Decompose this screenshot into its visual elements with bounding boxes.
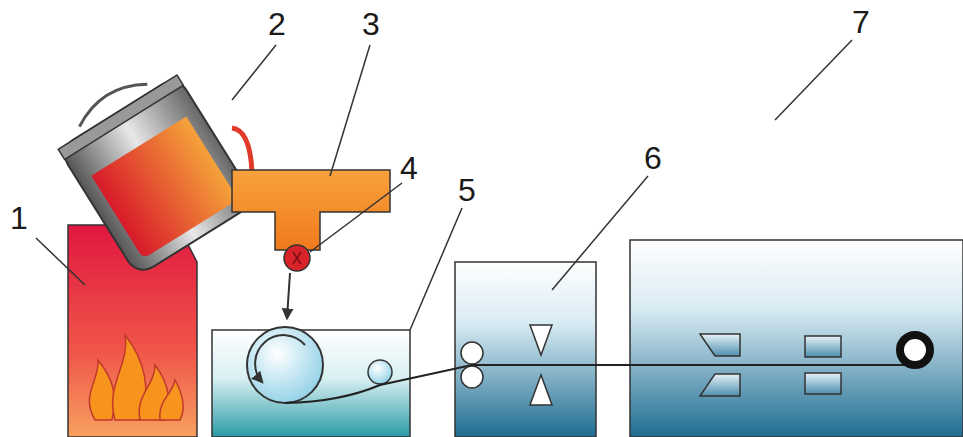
callout-number: 4 bbox=[400, 150, 418, 186]
coil bbox=[900, 335, 930, 365]
rotation-arrow bbox=[255, 335, 305, 382]
pinch-roll bbox=[461, 366, 483, 388]
ladle bbox=[48, 58, 257, 276]
press-tool bbox=[530, 375, 552, 405]
pour-stream bbox=[232, 128, 252, 172]
rolling-unit bbox=[455, 262, 596, 437]
casting-drum bbox=[247, 327, 323, 403]
flames bbox=[89, 335, 183, 420]
flow-arrow bbox=[287, 273, 290, 318]
callout-number: 5 bbox=[458, 172, 476, 208]
pinch-roll bbox=[461, 342, 483, 364]
roll bbox=[805, 336, 841, 357]
guide-roller bbox=[368, 360, 392, 384]
shear-blade bbox=[700, 334, 740, 356]
roll bbox=[805, 373, 841, 394]
nozzle bbox=[284, 245, 310, 271]
leader-lines bbox=[36, 40, 852, 330]
finishing-unit bbox=[630, 240, 963, 437]
callout-number: 1 bbox=[10, 200, 28, 236]
callout-number: 6 bbox=[644, 140, 662, 176]
nozzle-mark bbox=[293, 252, 301, 264]
shear-blade bbox=[700, 374, 740, 396]
press-tool bbox=[530, 325, 552, 355]
steel-strip bbox=[285, 365, 905, 403]
callout-number: 7 bbox=[852, 4, 870, 40]
callout-number: 3 bbox=[362, 6, 380, 42]
callout-number: 2 bbox=[268, 6, 286, 42]
